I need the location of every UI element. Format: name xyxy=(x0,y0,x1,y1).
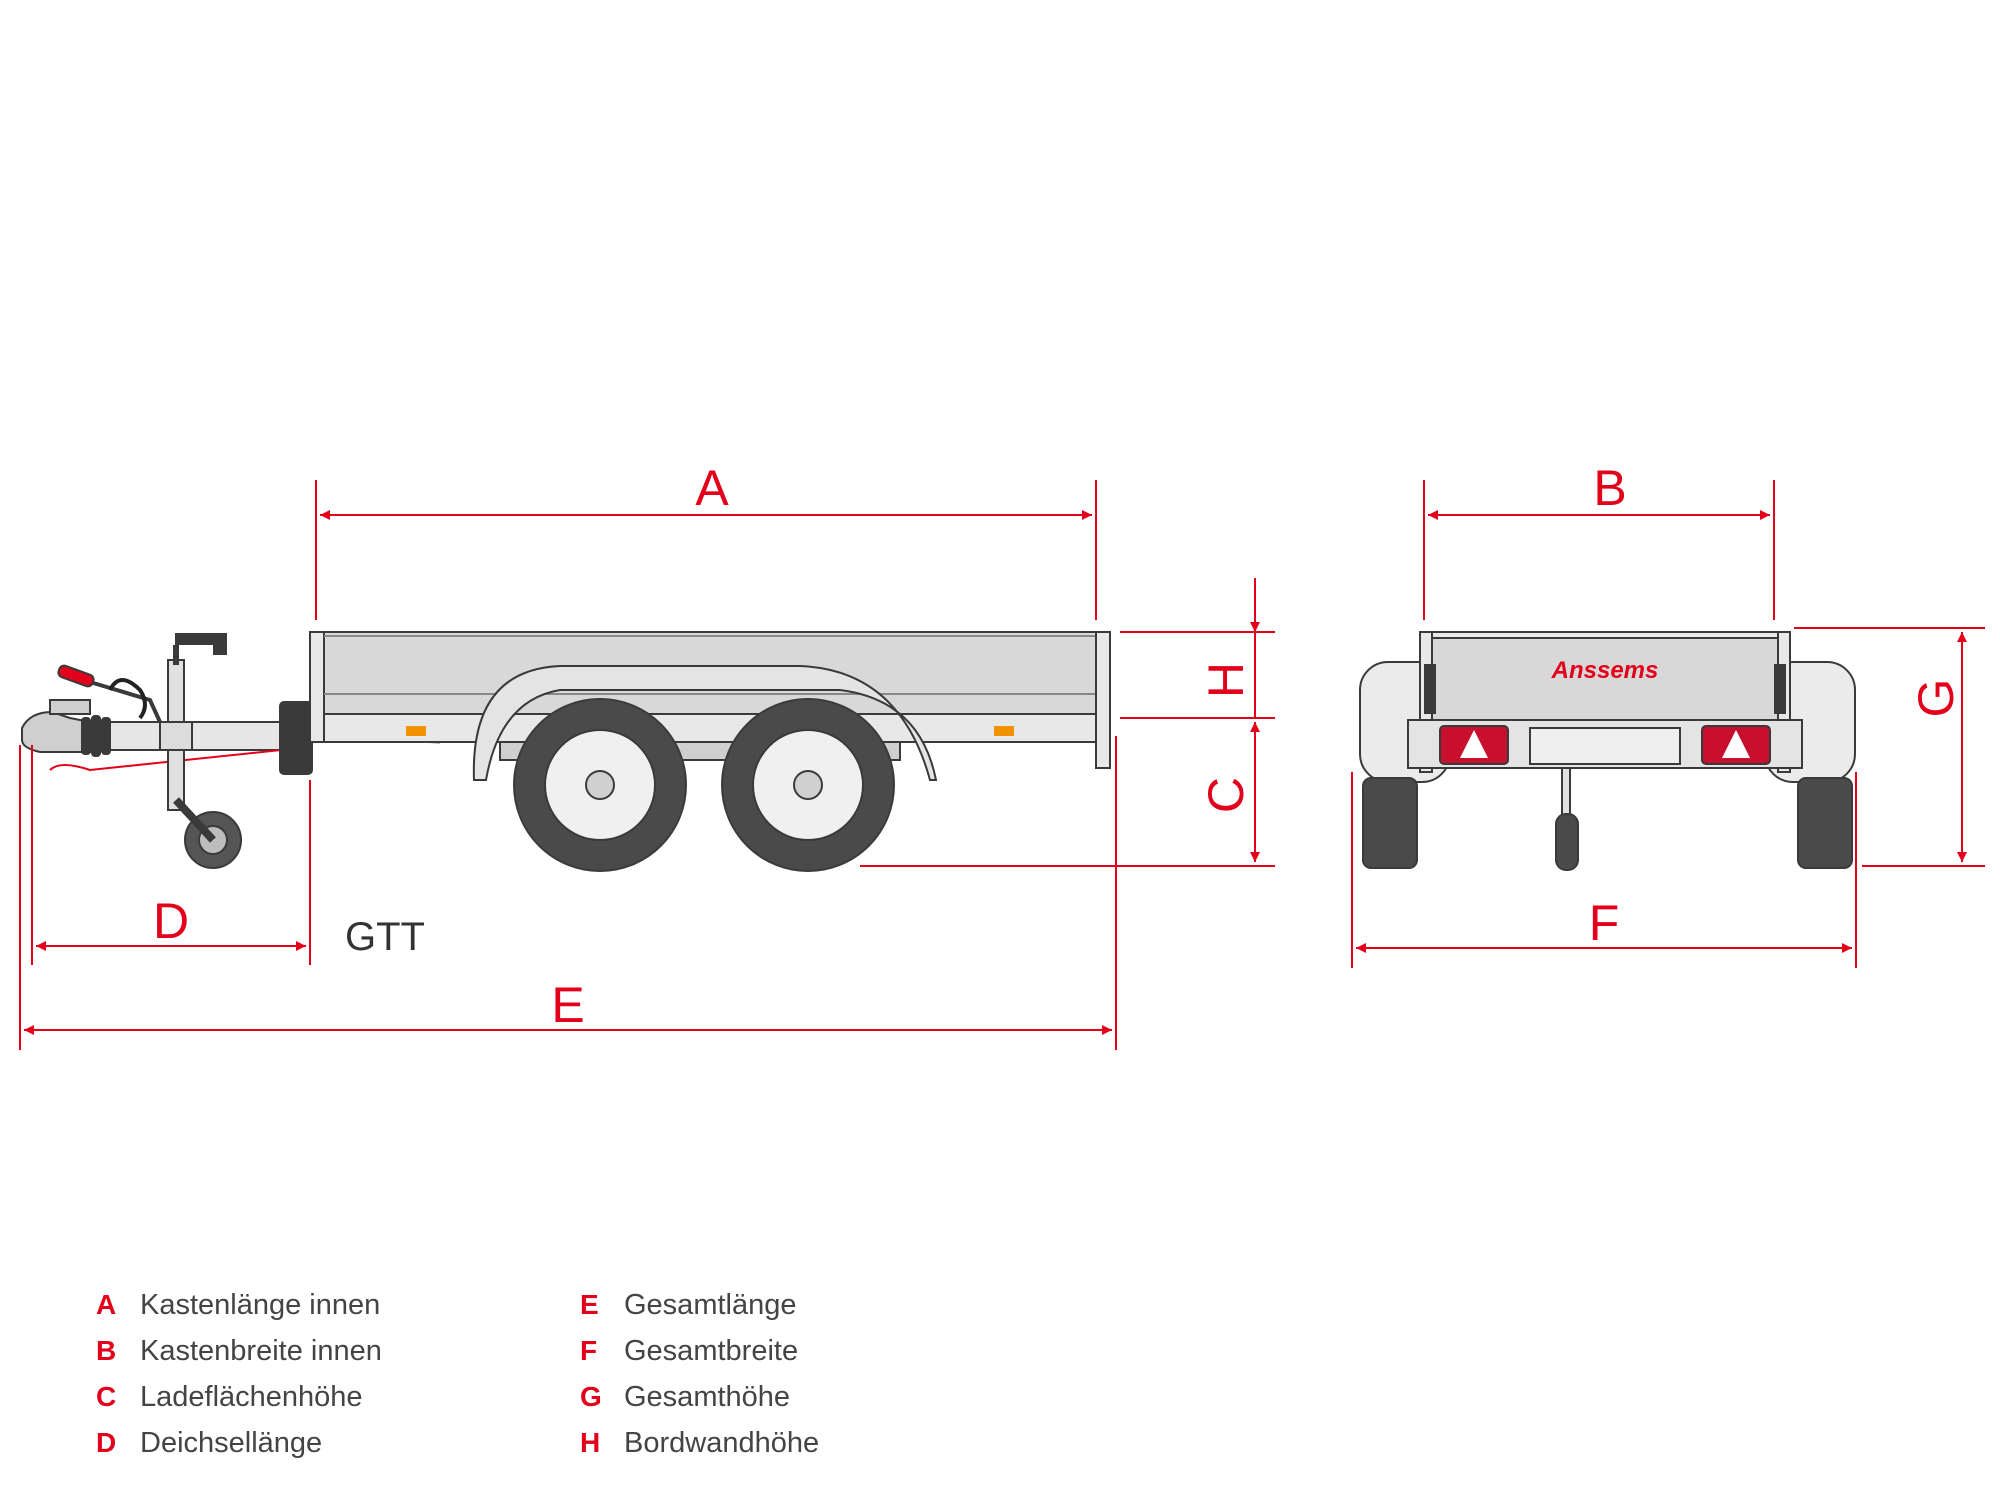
brand-logo: Anssems xyxy=(1551,657,1659,684)
box-frame xyxy=(323,713,1097,743)
dim-label-G: G xyxy=(1908,679,1964,718)
front-board xyxy=(309,631,325,743)
rear-jockey-wheel xyxy=(1555,767,1579,871)
bellows xyxy=(81,715,111,757)
tail-light-left xyxy=(1439,725,1509,765)
legend-text-b: Kastenbreite innen xyxy=(140,1335,382,1367)
legend-text-d: Deichsellänge xyxy=(140,1427,323,1459)
legend-text-a: Kastenlänge innen xyxy=(140,1289,381,1321)
legend-key-e: E xyxy=(580,1289,599,1320)
marker-light-rear xyxy=(994,726,1014,736)
legend-key-d: D xyxy=(96,1427,117,1458)
legend-text-c: Ladeflächenhöhe xyxy=(140,1381,363,1413)
legend-text-h: Bordwandhöhe xyxy=(624,1427,820,1459)
marker-light-front xyxy=(406,726,426,736)
tailgate xyxy=(1423,631,1787,721)
legend-key-c: C xyxy=(96,1381,117,1412)
dim-label-C: C xyxy=(1198,777,1254,813)
side-view-trailer xyxy=(21,631,1111,872)
rear-post xyxy=(1095,631,1111,769)
plug-holder xyxy=(279,701,313,775)
dimension-lines xyxy=(19,480,1985,1050)
wheel-front xyxy=(513,698,687,872)
legend-key-b: B xyxy=(96,1335,117,1366)
license-plate xyxy=(1529,727,1681,765)
mudguard xyxy=(472,665,938,781)
tyre-right xyxy=(1797,777,1853,869)
legend-key-a: A xyxy=(96,1289,117,1320)
dim-label-A: A xyxy=(695,460,729,516)
legend-text-g: Gesamthöhe xyxy=(624,1381,791,1413)
legend-key-f: F xyxy=(580,1335,598,1366)
legend-key-g: G xyxy=(580,1381,602,1412)
dim-label-F: F xyxy=(1589,895,1620,951)
legend-column-1: A Kastenlänge innen B Kastenbreite innen… xyxy=(96,1288,382,1460)
legend-column-2: E Gesamtlänge F Gesamtbreite G Gesamthöh… xyxy=(580,1288,819,1460)
breakaway-cable xyxy=(49,747,301,772)
dim-label-E: E xyxy=(551,977,584,1033)
model-label: GTT xyxy=(345,915,425,959)
rear-view-trailer: Anssems xyxy=(1359,631,1856,871)
dim-label-D: D xyxy=(153,893,189,949)
tail-light-right xyxy=(1701,725,1771,765)
dim-label-B: B xyxy=(1593,460,1626,516)
dim-label-H: H xyxy=(1198,662,1254,698)
wheel-rear xyxy=(721,698,895,872)
jockey-wheel xyxy=(159,633,242,869)
tyre-left xyxy=(1362,777,1418,869)
legend-key-h: H xyxy=(580,1427,601,1458)
legend-text-e: Gesamtlänge xyxy=(624,1289,797,1321)
legend-text-f: Gesamtbreite xyxy=(624,1335,799,1367)
